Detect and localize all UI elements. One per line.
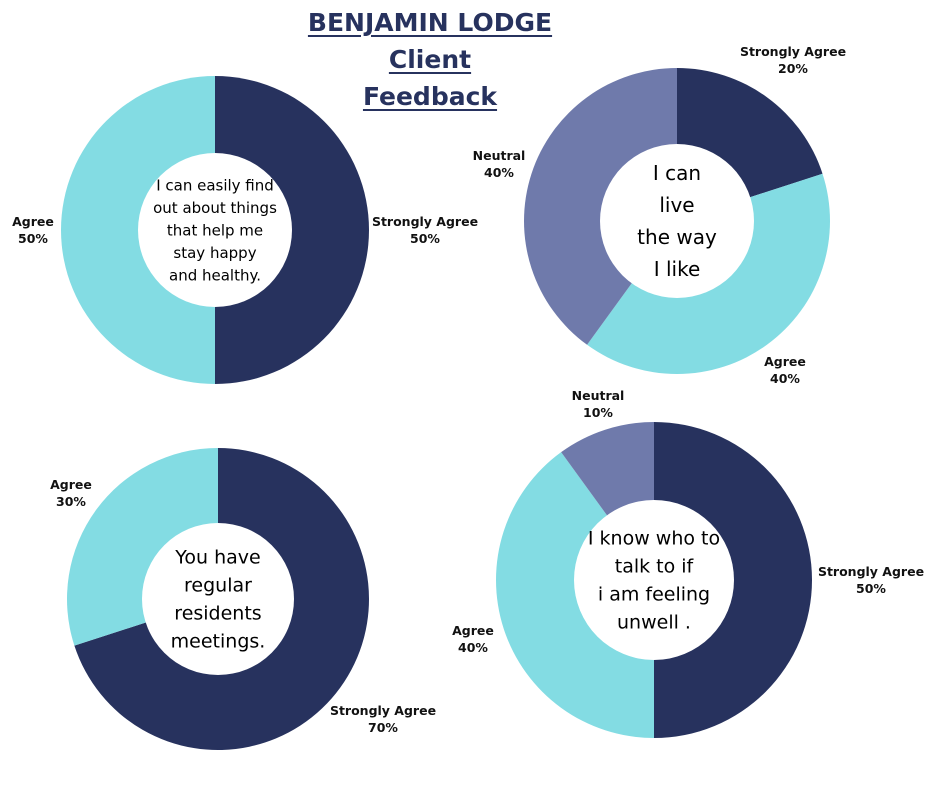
donut-chart-3: You have regular residents meetings. Strongl… (50, 448, 436, 750)
center-text-line: meetings. (171, 631, 266, 653)
center-text-line: regular (184, 575, 252, 597)
legend-label: Neutral (473, 148, 526, 163)
center-text-line: stay happy (173, 244, 256, 262)
center-text: I can easily find out about things that he… (153, 176, 277, 284)
center-text-line: out about things (153, 199, 277, 217)
donut-hole (574, 500, 734, 660)
legend-label: Strongly Agree (330, 703, 436, 718)
page-title-line-2: Client (388, 45, 472, 74)
data-label: 40% (484, 165, 514, 180)
data-label: 50% (856, 581, 886, 596)
donut-hole (600, 144, 754, 298)
donut-hole (138, 153, 292, 307)
page-title-line-3: Feedback (362, 82, 498, 111)
data-label: 70% (368, 720, 398, 735)
data-label: 50% (18, 231, 48, 246)
center-text-line: live (659, 193, 694, 217)
donut-chart-4: I know who to talk to if i am feeling unwel… (452, 388, 924, 738)
center-text-line: You have (174, 547, 260, 569)
legend-label: Strongly Agree (740, 44, 846, 59)
data-label: 10% (583, 405, 613, 420)
slice-agree (496, 452, 654, 738)
center-text-line: that help me (167, 221, 263, 239)
page-title-line-1: BENJAMIN LODGE (307, 8, 553, 37)
center-text-line: and healthy. (169, 266, 261, 284)
legend-label: Agree (50, 477, 92, 492)
center-text-line: I can easily find (156, 176, 274, 194)
data-label: 40% (458, 640, 488, 655)
center-text-line: i am feeling (598, 584, 710, 606)
center-text-line: I can (653, 161, 701, 185)
center-text-line: talk to if (615, 556, 695, 578)
legend-label: Strongly Agree (818, 564, 924, 579)
data-label: 30% (56, 494, 86, 509)
center-text: You have regular residents meetings. (171, 547, 266, 653)
center-text-line: I know who to (588, 528, 720, 550)
data-label: 50% (410, 231, 440, 246)
donut-chart-1: I can easily find out about things that he… (12, 76, 478, 384)
legend-label: Agree (12, 214, 54, 229)
donut-hole (142, 523, 294, 675)
donut-chart-2: I can live the way I like Strongly Agree 20% A… (473, 44, 846, 386)
center-text: I know who to talk to if i am feeling unwel… (588, 528, 720, 634)
legend-label: Agree (764, 354, 806, 369)
legend-label: Agree (452, 623, 494, 638)
data-label: 40% (770, 371, 800, 386)
center-text-line: unwell . (617, 612, 691, 634)
legend-label: Neutral (572, 388, 625, 403)
legend-label: Strongly Agree (372, 214, 478, 229)
center-text-line: residents (174, 603, 261, 625)
center-text-line: I like (654, 257, 701, 281)
data-label: 20% (778, 61, 808, 76)
center-text-line: the way (637, 225, 717, 249)
slice-neutral (524, 68, 677, 345)
center-text: I can live the way I like (637, 161, 717, 281)
